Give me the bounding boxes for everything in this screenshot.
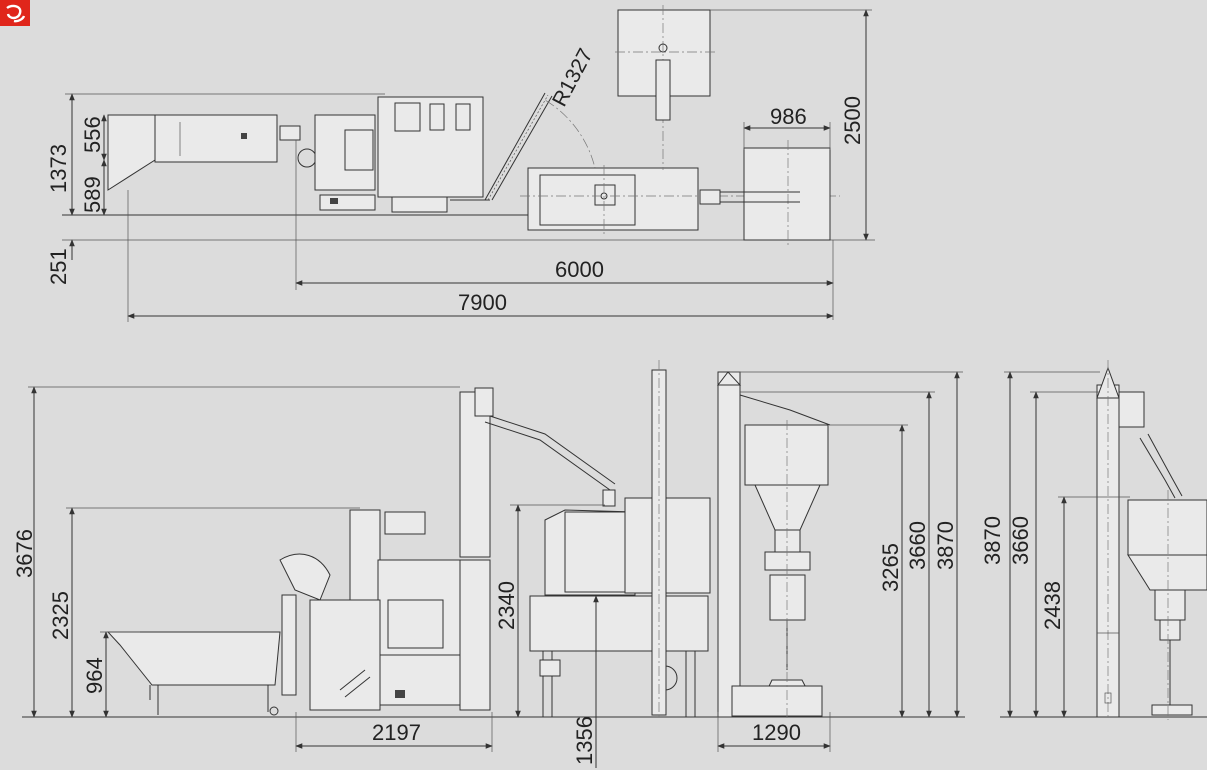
dim-1290: 1290 [752,720,801,745]
dim-7900: 7900 [458,290,507,315]
dim-2325: 2325 [48,591,73,640]
dim-3265: 3265 [878,543,903,592]
dim-251: 251 [46,248,71,285]
top-view: 1373 556 589 251 6000 7900 R1327 986 250… [46,5,875,322]
dim-986: 986 [770,104,807,129]
front-view: 3676 2325 964 2197 2340 1356 3265 3660 3… [12,360,965,768]
dim-3660-side: 3660 [1008,516,1033,565]
dim-3870: 3870 [933,521,958,570]
dim-2500: 2500 [840,96,865,145]
dim-3676: 3676 [12,529,37,578]
brand-swirl-icon [6,4,26,23]
brand-logo [0,0,30,26]
dim-r1327: R1327 [548,45,597,110]
dim-964: 964 [82,657,107,694]
dim-2340: 2340 [494,581,519,630]
dim-1373: 1373 [46,144,71,193]
dim-2197: 2197 [372,720,421,745]
dim-3870-side: 3870 [980,516,1005,565]
dim-2438-side: 2438 [1040,581,1065,630]
dim-6000: 6000 [555,257,604,282]
dim-1356: 1356 [572,716,597,765]
dim-589: 589 [80,176,105,213]
side-view: 3870 3660 2438 [980,360,1207,720]
dim-3660: 3660 [905,521,930,570]
dim-556: 556 [80,116,105,153]
